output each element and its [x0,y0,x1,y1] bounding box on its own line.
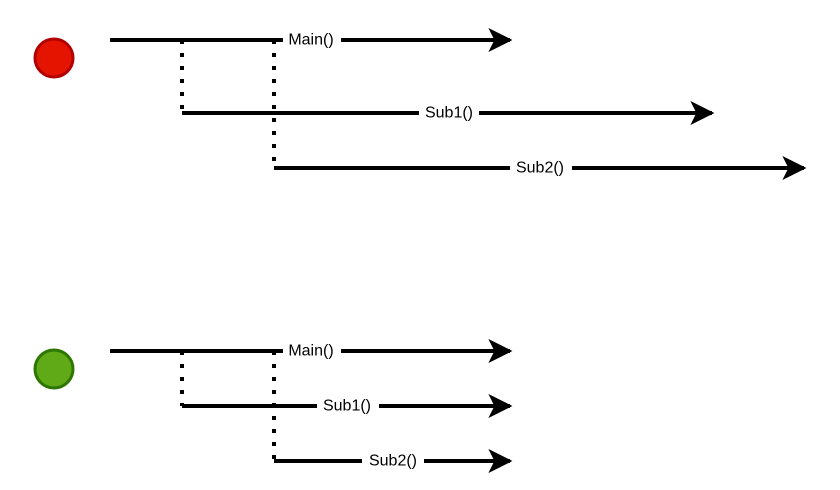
sub1-label: Sub1() [323,398,371,415]
diagram-bottom: Main() Sub1() Sub2() [33,339,513,473]
main-label: Main() [288,32,333,49]
green-circle-icon [33,348,75,390]
red-circle-icon [33,37,75,79]
main-label: Main() [288,343,333,360]
sub2-label: Sub2() [516,160,564,177]
sub1-label: Sub1() [425,105,473,122]
diagram-top: Main() Sub1() Sub2() [33,28,807,180]
sub2-label: Sub2() [369,453,417,470]
